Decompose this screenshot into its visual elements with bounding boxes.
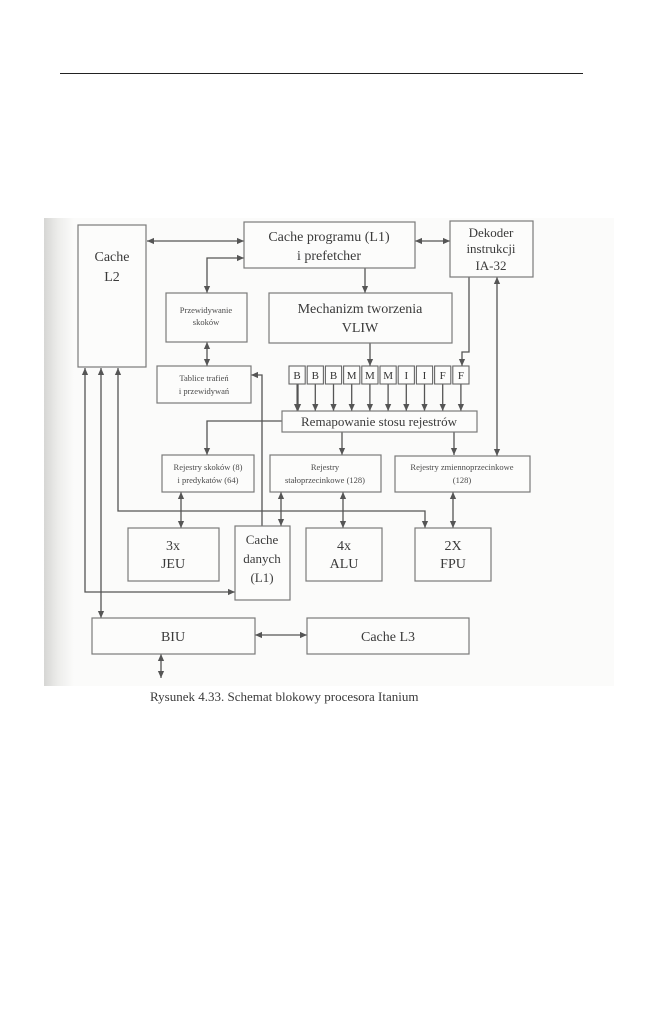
svg-text:2X: 2X xyxy=(444,539,461,554)
block-cache-l2: Cache L2 xyxy=(77,224,147,368)
execution-port-m: M xyxy=(343,365,361,385)
svg-text:(128): (128) xyxy=(453,475,472,485)
execution-port-m: M xyxy=(379,365,397,385)
svg-text:VLIW: VLIW xyxy=(342,321,379,336)
block-program-cache: Cache programu (L1) i prefetcher xyxy=(243,221,416,269)
svg-text:Tablice trafień: Tablice trafień xyxy=(179,373,229,383)
execution-port-m: M xyxy=(361,365,379,385)
execution-port-label: M xyxy=(347,370,357,382)
block-branch-registers: Rejestry skoków (8) i predykatów (64) xyxy=(161,454,255,493)
svg-text:Rejestry zmiennoprzecinkowe: Rejestry zmiennoprzecinkowe xyxy=(410,462,513,472)
block-int-registers: Rejestry stałoprzecinkowe (128) xyxy=(269,454,382,493)
block-alu: 4x ALU xyxy=(305,527,383,582)
block-hit-tables: Tablice trafień i przewidywań xyxy=(156,365,252,404)
execution-port-f: F xyxy=(452,365,470,385)
svg-text:stałoprzecinkowe (128): stałoprzecinkowe (128) xyxy=(285,475,365,485)
block-jeu: 3x JEU xyxy=(127,527,220,582)
svg-text:Remapowanie stosu rejestrów: Remapowanie stosu rejestrów xyxy=(301,414,458,429)
execution-port-f: F xyxy=(434,365,452,385)
block-register-remap: Remapowanie stosu rejestrów xyxy=(281,410,478,433)
block-biu: BIU xyxy=(91,617,256,655)
link-l2-data-cache xyxy=(81,368,235,596)
svg-text:i przewidywań: i przewidywań xyxy=(179,386,230,396)
block-ia32-decoder: Dekoder instrukcji IA-32 xyxy=(449,220,534,278)
block-cache-l3: Cache L3 xyxy=(306,617,470,655)
svg-text:3x: 3x xyxy=(166,539,180,554)
execution-port-label: F xyxy=(440,370,446,382)
svg-text:JEU: JEU xyxy=(161,557,185,572)
svg-text:danych: danych xyxy=(243,551,281,566)
svg-text:instrukcji: instrukcji xyxy=(466,241,515,256)
svg-text:skoków: skoków xyxy=(193,317,220,327)
svg-text:FPU: FPU xyxy=(440,557,466,572)
svg-text:Mechanizm tworzenia: Mechanizm tworzenia xyxy=(298,302,424,317)
svg-text:4x: 4x xyxy=(337,539,351,554)
execution-port-b: B xyxy=(324,365,343,385)
block-branch-prediction: Przewidywanie skoków xyxy=(165,292,248,343)
svg-text:i prefetcher: i prefetcher xyxy=(297,249,361,264)
execution-port-label: M xyxy=(383,370,393,382)
svg-text:Rejestry skoków (8): Rejestry skoków (8) xyxy=(174,462,243,472)
block-fpu: 2X FPU xyxy=(414,527,492,582)
svg-text:i predykatów (64): i predykatów (64) xyxy=(178,475,239,485)
svg-text:BIU: BIU xyxy=(161,630,185,645)
execution-port-label: F xyxy=(458,370,464,382)
header-rule xyxy=(60,73,583,74)
connectors xyxy=(81,237,501,678)
execution-port-b: B xyxy=(288,365,306,385)
link-data-cache-tables xyxy=(250,371,263,526)
block-vliw: Mechanizm tworzenia VLIW xyxy=(268,292,453,344)
execution-port-label: I xyxy=(404,370,408,382)
svg-text:ALU: ALU xyxy=(330,557,359,572)
scan-shadow xyxy=(44,218,74,686)
link-program-cache-prediction xyxy=(203,254,244,293)
execution-port-i: I xyxy=(415,365,434,385)
execution-port-label: B xyxy=(312,370,319,382)
link-decoder-ports xyxy=(458,276,470,366)
execution-port-label: I xyxy=(423,370,427,382)
svg-text:Przewidywanie: Przewidywanie xyxy=(180,305,233,315)
figure-caption: Rysunek 4.33. Schemat blokowy procesora … xyxy=(150,689,419,704)
svg-text:Cache: Cache xyxy=(95,250,130,265)
svg-text:Cache programu (L1): Cache programu (L1) xyxy=(268,230,390,245)
execution-port-b: B xyxy=(306,365,324,385)
svg-text:Cache: Cache xyxy=(246,532,279,547)
svg-text:L2: L2 xyxy=(104,270,120,285)
execution-port-label: B xyxy=(330,370,337,382)
svg-text:Rejestry: Rejestry xyxy=(311,462,340,472)
execution-port-label: M xyxy=(365,370,375,382)
svg-text:Cache L3: Cache L3 xyxy=(361,630,415,645)
svg-text:(L1): (L1) xyxy=(250,570,273,585)
port-remap-arrows xyxy=(293,384,465,411)
block-data-cache: Cache danych (L1) xyxy=(234,525,291,601)
execution-port-label: B xyxy=(293,370,300,382)
svg-text:IA-32: IA-32 xyxy=(475,258,506,273)
svg-text:Dekoder: Dekoder xyxy=(469,225,514,240)
link-remap-branch-registers xyxy=(203,420,282,455)
execution-port-i: I xyxy=(397,365,415,385)
block-fp-registers: Rejestry zmiennoprzecinkowe (128) xyxy=(394,455,531,493)
